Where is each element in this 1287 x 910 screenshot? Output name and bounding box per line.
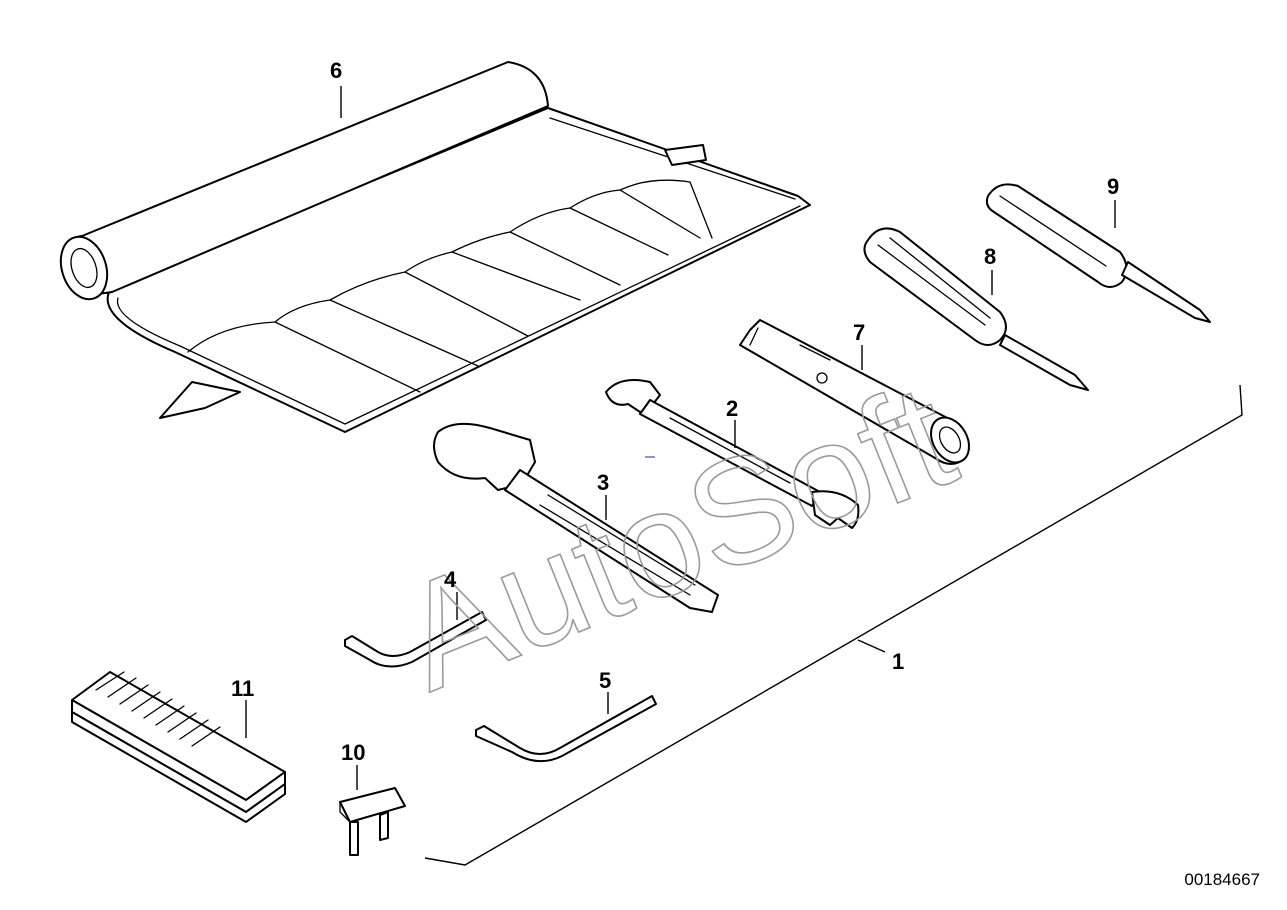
callout-9: 9 (1107, 174, 1119, 199)
hex-key-long (475, 695, 657, 763)
callout-5: 5 (599, 668, 611, 693)
callout-8: 8 (984, 244, 996, 269)
hex-key-short (344, 611, 487, 668)
callout-7: 7 (853, 320, 865, 345)
fuse-puller (71, 671, 286, 823)
document-number: 00184667 (1184, 870, 1260, 889)
callout-10: 10 (341, 740, 365, 765)
callout-labels: 6 9 8 7 2 3 4 1 5 11 10 (231, 58, 1119, 765)
callout-6: 6 (330, 58, 342, 83)
callout-2: 2 (726, 396, 738, 421)
leader-lines (245, 86, 1116, 790)
callout-11: 11 (231, 676, 254, 701)
callout-1: 1 (892, 649, 904, 674)
set-bracket (424, 384, 1243, 866)
tool-roll (59, 61, 811, 433)
fuse (339, 787, 406, 856)
screwdriver-flat (985, 183, 1211, 323)
open-end-wrench-small (605, 379, 860, 529)
open-end-wrench-large (433, 422, 719, 613)
tube-wrench (739, 319, 970, 465)
callout-4: 4 (444, 567, 457, 592)
callout-3: 3 (597, 470, 609, 495)
screwdriver-phillips (863, 227, 1089, 391)
watermark: AutoSoft (378, 351, 974, 722)
